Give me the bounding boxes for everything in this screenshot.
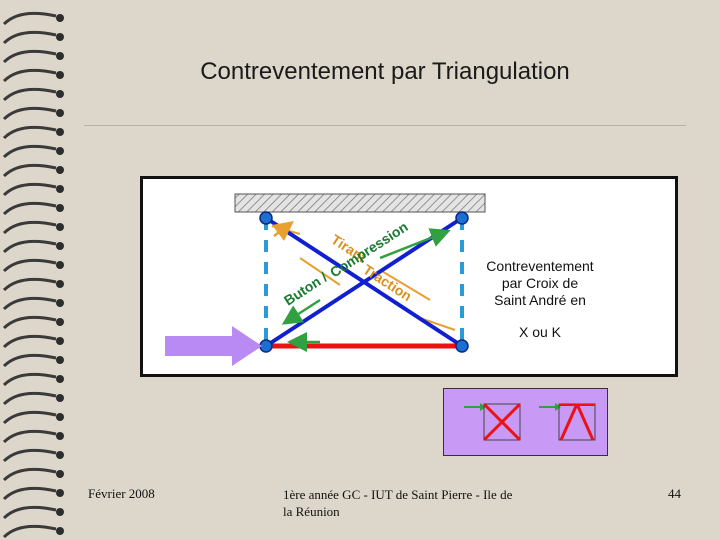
- spiral-ring: [2, 30, 57, 45]
- footer-institution: 1ère année GC - IUT de Saint Pierre - Il…: [283, 487, 513, 519]
- spiral-ring: [2, 258, 57, 273]
- page-number: 44: [668, 486, 681, 501]
- spiral-ring: [2, 315, 57, 330]
- spiral-hole: [56, 261, 64, 269]
- x-bracing-icon: [464, 402, 522, 442]
- spiral-ring: [2, 296, 57, 311]
- spiral-hole: [56, 166, 64, 174]
- spiral-ring: [2, 486, 57, 501]
- spiral-hole: [56, 375, 64, 383]
- spiral-hole: [56, 432, 64, 440]
- caption-variant: X ou K: [518, 324, 562, 340]
- node-top-left: [259, 211, 273, 225]
- spiral-hole: [56, 128, 64, 136]
- spiral-hole: [56, 337, 64, 345]
- spiral-hole: [56, 299, 64, 307]
- spiral-hole: [56, 280, 64, 288]
- spiral-ring: [2, 448, 57, 463]
- spiral-ring: [2, 334, 57, 349]
- spiral-hole: [56, 90, 64, 98]
- spiral-hole: [56, 52, 64, 60]
- spiral-hole: [56, 394, 64, 402]
- node-top-right: [455, 211, 469, 225]
- spiral-hole: [56, 71, 64, 79]
- spiral-ring: [2, 125, 57, 140]
- spiral-ring: [2, 410, 57, 425]
- spiral-ring: [2, 11, 57, 26]
- spiral-ring: [2, 524, 57, 539]
- spiral-ring: [2, 68, 57, 83]
- spiral-hole: [56, 356, 64, 364]
- caption-line-2: par Croix de: [501, 275, 579, 291]
- spiral-ring: [2, 505, 57, 520]
- k-bracing-icon: [539, 403, 596, 441]
- spiral-ring: [2, 144, 57, 159]
- spiral-ring: [2, 106, 57, 121]
- spiral-ring: [2, 353, 57, 368]
- spiral-ring: [2, 163, 57, 178]
- spiral-hole: [56, 14, 64, 22]
- spiral-hole: [56, 223, 64, 231]
- diagram-caption: Contreventement par Croix de Saint André…: [470, 258, 610, 309]
- spiral-hole: [56, 147, 64, 155]
- spiral-hole: [56, 489, 64, 497]
- spiral-hole: [56, 527, 64, 535]
- spiral-ring: [2, 49, 57, 64]
- spiral-ring: [2, 277, 57, 292]
- spiral-ring: [2, 220, 57, 235]
- footer-date: Février 2008: [88, 486, 155, 501]
- spiral-hole: [56, 242, 64, 250]
- spiral-ring: [2, 391, 57, 406]
- label-buton: Buton /: [281, 269, 330, 309]
- caption-line-1: Contreventement: [486, 258, 594, 274]
- spiral-ring: [2, 201, 57, 216]
- spiral-hole: [56, 470, 64, 478]
- spiral-hole: [56, 508, 64, 516]
- spiral-ring: [2, 429, 57, 444]
- spiral-hole: [56, 204, 64, 212]
- load-arrow-icon: [165, 326, 262, 366]
- spiral-ring: [2, 87, 57, 102]
- spiral-hole: [56, 33, 64, 41]
- spiral-hole: [56, 185, 64, 193]
- spiral-hole: [56, 318, 64, 326]
- spiral-ring: [2, 372, 57, 387]
- force-arrow-support: [272, 221, 294, 241]
- page-title: Contreventement par Triangulation: [200, 58, 570, 85]
- spiral-ring: [2, 182, 57, 197]
- spiral-ring: [2, 239, 57, 254]
- spiral-hole: [56, 451, 64, 459]
- caption-line-3: Saint André en: [494, 292, 586, 308]
- top-support-beam: [234, 193, 486, 213]
- spiral-hole: [56, 109, 64, 117]
- spiral-ring: [2, 467, 57, 482]
- force-arrow-compression: [281, 298, 321, 325]
- bracing-types-box: [443, 388, 608, 456]
- title-divider: [84, 125, 686, 126]
- spiral-hole: [56, 413, 64, 421]
- force-arrow-tension: [379, 228, 451, 260]
- spiral-binding: [2, 11, 64, 539]
- node-bottom-right: [455, 339, 469, 353]
